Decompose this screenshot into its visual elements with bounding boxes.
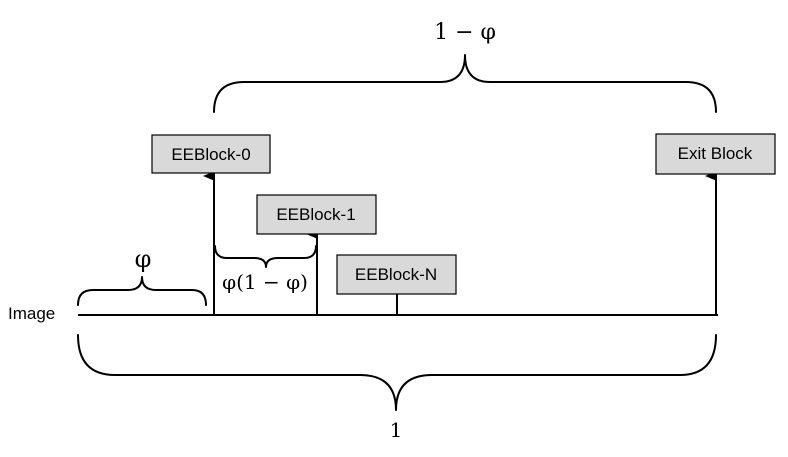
image-axis-label: Image	[8, 304, 55, 323]
one-minus-phi-label: 1 − φ	[434, 20, 496, 45]
phi-label: φ	[135, 245, 152, 273]
one-label: 1	[390, 418, 403, 442]
one-brace	[77, 334, 717, 411]
one-minus-phi-brace	[213, 54, 717, 113]
eeblock-1: EEBlock-1	[256, 194, 377, 235]
exit-block: Exit Block	[655, 133, 776, 175]
eeblock-0-label: EEBlock-0	[171, 145, 250, 164]
exit-block-label: Exit Block	[678, 144, 753, 163]
phi-brace	[77, 276, 207, 306]
eeblock-n-label: EEBlock-N	[355, 265, 437, 284]
eeblock-0: EEBlock-0	[151, 134, 271, 174]
eeblock-1-label: EEBlock-1	[276, 205, 355, 224]
phi-one-minus-phi-label: φ(1 − φ)	[222, 270, 308, 294]
phi-one-minus-phi-brace	[214, 245, 317, 268]
eeblock-n: EEBlock-N	[336, 254, 457, 295]
